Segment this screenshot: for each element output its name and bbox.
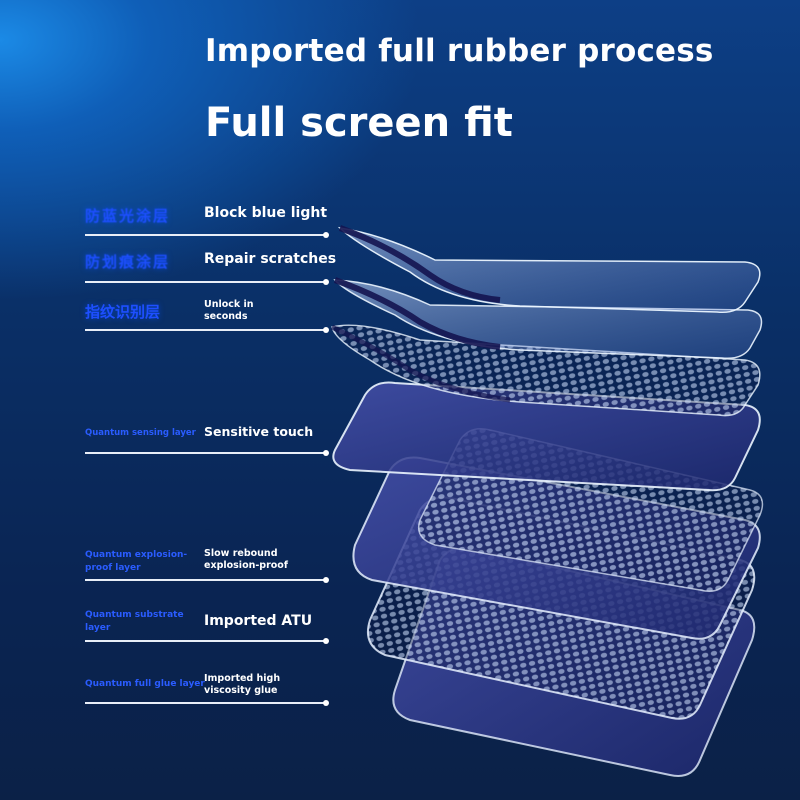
connector-dot: [323, 700, 329, 706]
divider-line: [85, 329, 328, 331]
layer-edge: [330, 324, 511, 403]
feature-unlock-in-seconds: Unlock in seconds: [204, 299, 254, 322]
layer-label-explosion-proof: Quantum explosion-proof layer: [85, 550, 188, 573]
connector-dot: [323, 577, 329, 583]
feature-repair-scratches: Repair scratches: [204, 251, 337, 267]
divider-line: [85, 234, 328, 236]
divider-line: [85, 281, 328, 283]
divider-line: [85, 452, 328, 454]
layer-label-substrate: Quantum substrate layer: [85, 610, 184, 633]
feature-high-viscosity-glue: Imported high viscosity glue: [204, 673, 281, 696]
layer-label-scratch: 防划痕涂层: [85, 253, 171, 271]
divider-line: [85, 702, 328, 704]
layer-edge: [338, 225, 501, 303]
connector-dot: [323, 638, 329, 644]
layer-label-full-glue: Quantum full glue layer: [85, 679, 205, 689]
divider-line: [85, 579, 328, 581]
headline-fit: Full screen fit: [205, 100, 513, 146]
connector-dot: [323, 450, 329, 456]
feature-block-blue-light: Block blue light: [204, 205, 328, 221]
connector-dot: [323, 279, 329, 285]
blue-light-layer: [337, 226, 761, 314]
layer-label-fingerprint: 指纹识别层: [85, 303, 161, 321]
layer-label-blue-light: 防蓝光涂层: [85, 207, 171, 225]
connector-dot: [323, 327, 329, 333]
feature-sensitive-touch: Sensitive touch: [204, 424, 314, 439]
feature-imported-atu: Imported ATU: [204, 613, 313, 629]
feature-slow-rebound: Slow rebound explosion-proof: [204, 548, 288, 571]
scratch-layer: [333, 279, 763, 360]
divider-line: [85, 640, 328, 642]
headline-process: Imported full rubber process: [205, 33, 714, 69]
layer-label-sensing: Quantum sensing layer: [85, 428, 196, 438]
layer-edge: [333, 277, 501, 350]
connector-dot: [323, 232, 329, 238]
fingerprint-layer: [331, 324, 761, 417]
